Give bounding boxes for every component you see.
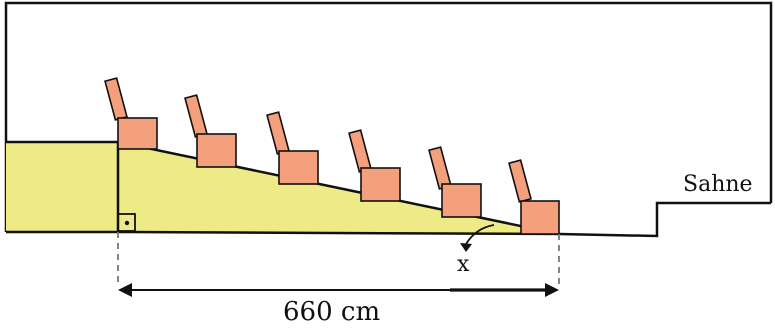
seat-backrest [184, 94, 208, 138]
seat-cushion [360, 167, 401, 202]
seat-backrest [266, 111, 290, 155]
seat-row-3 [266, 111, 319, 185]
floor-line [6, 140, 771, 238]
angle-label: x [457, 252, 470, 277]
room-outline [4, 1, 773, 232]
stage-label: Sahne [683, 172, 753, 197]
seat-backrest [348, 129, 372, 173]
distance-label: 660 cm [283, 297, 380, 327]
seat-cushion [441, 183, 482, 218]
ramp-slope-line [117, 140, 560, 236]
dimension-arrow [118, 283, 559, 297]
seat-row-2 [184, 94, 237, 168]
seat-row-1 [104, 77, 158, 150]
seat-row-6 [508, 159, 560, 235]
seat-row-4 [348, 129, 401, 202]
seat-backrest [508, 159, 532, 203]
seat-cushion [196, 133, 237, 168]
seat-cushion [520, 200, 560, 235]
right-angle-marker [117, 213, 136, 232]
seat-backrest [428, 146, 452, 190]
seat-cushion [278, 150, 319, 185]
seat-row-5 [428, 146, 482, 218]
left-platform [6, 142, 118, 232]
seat-backrest [104, 77, 128, 121]
angle-arc-arrow [460, 224, 495, 252]
seat-cushion [117, 117, 158, 150]
